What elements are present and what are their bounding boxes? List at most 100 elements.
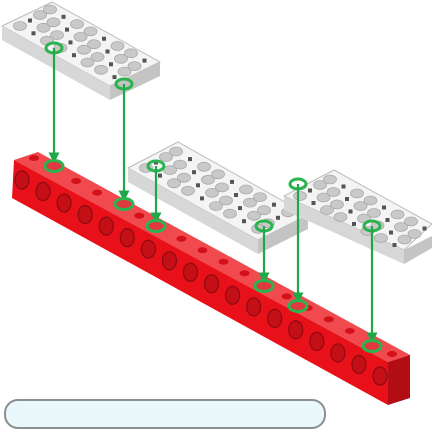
plate-stud bbox=[159, 152, 173, 162]
plate-stud bbox=[197, 161, 211, 172]
plate-cross-hole bbox=[238, 206, 242, 211]
plate-cross-hole bbox=[234, 193, 238, 197]
beam-stud bbox=[134, 212, 145, 219]
plate-stud bbox=[323, 174, 337, 185]
beam-hole bbox=[351, 354, 367, 375]
plate-stud bbox=[83, 26, 98, 37]
plate-cross-hole bbox=[65, 27, 69, 32]
plate-stud bbox=[110, 41, 125, 51]
plate-cross-hole bbox=[352, 222, 356, 226]
plate-stud bbox=[124, 48, 138, 59]
plate-cross-hole bbox=[308, 188, 312, 193]
pin-ring-bottom bbox=[361, 339, 383, 353]
plate-cross-hole bbox=[345, 197, 349, 201]
plate-stud bbox=[374, 233, 388, 243]
plate-cross-hole bbox=[158, 173, 162, 178]
plate-stud bbox=[211, 169, 225, 180]
plate-stud bbox=[36, 22, 51, 33]
plate-cross-hole bbox=[192, 170, 196, 175]
beam-hole bbox=[224, 285, 241, 305]
plate-stud bbox=[330, 199, 344, 210]
beam-hole bbox=[35, 181, 51, 202]
pin-ring-bottom bbox=[145, 219, 167, 233]
beam-hole bbox=[288, 320, 304, 340]
beam-hole bbox=[98, 216, 114, 236]
plate-stud bbox=[163, 165, 177, 176]
beam-stud bbox=[71, 178, 82, 185]
beam-stud bbox=[218, 258, 229, 265]
plate-stud bbox=[117, 66, 132, 77]
plate-stud bbox=[173, 159, 187, 170]
beam-hole bbox=[203, 274, 220, 294]
plate-cross-hole bbox=[272, 202, 276, 207]
plate-stud bbox=[223, 208, 237, 219]
plate-stud bbox=[87, 39, 101, 50]
red-beam-end-face bbox=[388, 355, 410, 405]
plate-cross-hole bbox=[230, 179, 234, 184]
plate-stud bbox=[181, 185, 195, 196]
plate-cross-hole bbox=[68, 40, 73, 45]
beam-hole bbox=[182, 262, 199, 282]
plate-stud bbox=[50, 30, 64, 40]
plate-cross-hole bbox=[311, 201, 316, 205]
plate-cross-hole bbox=[105, 49, 110, 54]
plate-stud bbox=[363, 195, 378, 206]
plate-cross-hole bbox=[72, 53, 76, 58]
red-beam-holes bbox=[14, 170, 388, 386]
plate-stud bbox=[70, 19, 84, 30]
plate-cross-hole bbox=[31, 31, 36, 36]
plate-cross-hole bbox=[112, 75, 117, 80]
plate-cross-hole bbox=[61, 14, 66, 19]
plate-stud bbox=[407, 229, 422, 239]
plate-stud bbox=[313, 180, 327, 190]
white-plate-right-studs bbox=[293, 174, 427, 247]
plate-stud bbox=[80, 57, 95, 68]
plate-cross-hole bbox=[382, 205, 386, 210]
beam-stud bbox=[92, 189, 103, 196]
beam-hole bbox=[246, 297, 262, 317]
plate-cross-hole bbox=[385, 218, 390, 222]
beam-hole bbox=[56, 193, 72, 213]
beam-stud bbox=[344, 327, 355, 334]
plate-cross-hole bbox=[242, 219, 246, 224]
plate-cross-hole bbox=[102, 36, 106, 41]
plate-stud bbox=[353, 201, 368, 211]
plate-cross-hole bbox=[392, 243, 397, 247]
connection-arrows bbox=[43, 41, 383, 353]
plate-stud bbox=[205, 187, 219, 198]
beam-stud bbox=[239, 270, 250, 277]
plate-stud bbox=[397, 234, 412, 245]
beam-hole bbox=[267, 308, 283, 328]
plate-cross-hole bbox=[200, 196, 204, 201]
plate-stud bbox=[43, 4, 57, 15]
plate-stud bbox=[367, 208, 381, 218]
beam-hole bbox=[119, 228, 135, 248]
plate-stud bbox=[320, 205, 334, 215]
plate-stud bbox=[114, 53, 128, 64]
plate-stud bbox=[215, 182, 229, 193]
plate-stud bbox=[390, 209, 405, 220]
plate-stud bbox=[257, 205, 271, 216]
pin-ring-bottom bbox=[43, 159, 65, 173]
plate-cross-hole bbox=[28, 18, 32, 23]
white-plate-top-left bbox=[0, 1, 162, 100]
plate-cross-hole bbox=[348, 209, 353, 214]
beam-stud bbox=[281, 293, 292, 300]
plate-stud bbox=[350, 188, 364, 199]
plate-stud bbox=[243, 197, 257, 208]
beam-hole bbox=[14, 170, 30, 190]
plate-stud bbox=[33, 10, 47, 20]
beam-stud bbox=[387, 351, 397, 357]
plate-stud bbox=[404, 216, 418, 227]
pin-ring-bottom bbox=[253, 279, 275, 293]
plate-stud bbox=[46, 17, 61, 28]
beam-stud bbox=[197, 247, 208, 254]
plate-stud bbox=[77, 44, 91, 55]
beam-hole bbox=[309, 331, 325, 352]
plate-stud bbox=[293, 191, 307, 201]
plate-cross-hole bbox=[389, 230, 393, 235]
plate-cross-hole bbox=[422, 226, 427, 231]
plate-stud bbox=[167, 178, 181, 189]
plate-cross-hole bbox=[341, 184, 346, 189]
plate-stud bbox=[169, 146, 183, 157]
